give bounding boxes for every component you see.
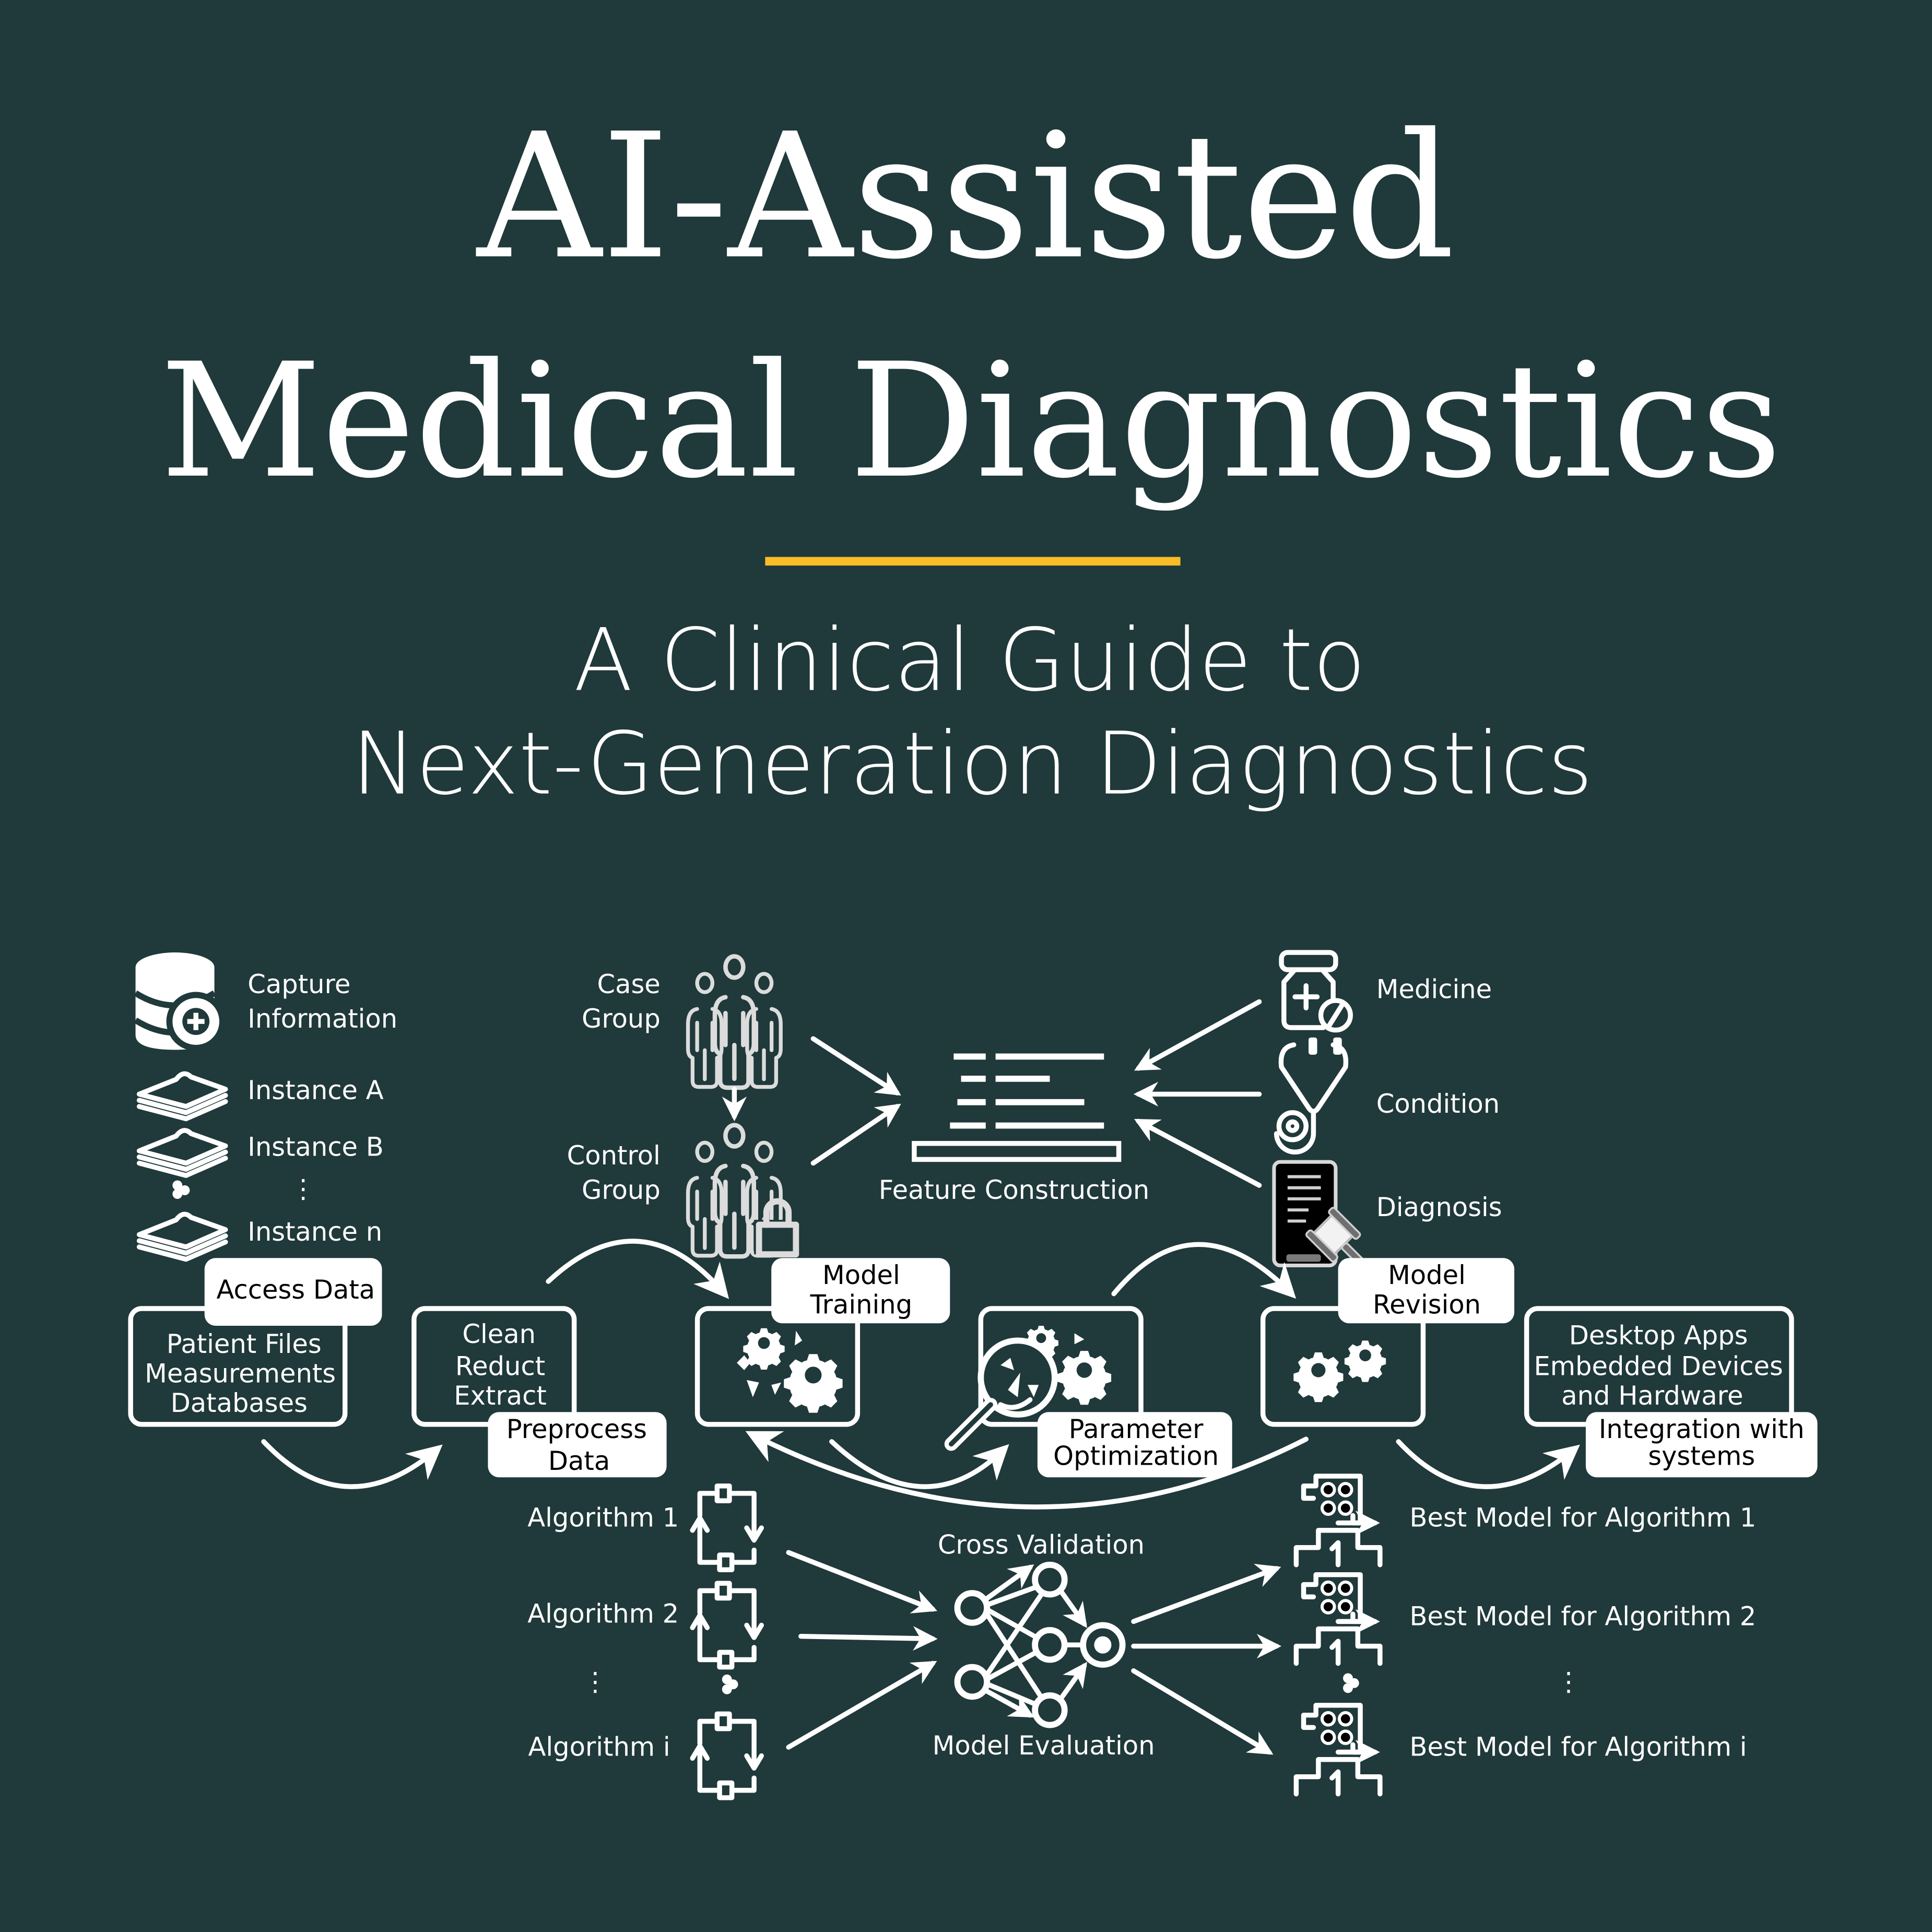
- capture-label-line-2: Information: [248, 1004, 397, 1034]
- model-evaluation-label: Model Evaluation: [933, 1730, 1155, 1761]
- model-revision-tag-line-2: Revision: [1373, 1289, 1481, 1320]
- stage-parameter-optimization: Parameter Optimization: [944, 1306, 1232, 1478]
- gears-training-icon: [737, 1328, 843, 1413]
- ellipsis-dots-icon: [172, 1180, 190, 1199]
- title-line-2: Medical Diagnostics: [160, 330, 1782, 513]
- network-to-best-i-arrow: [1131, 1668, 1274, 1755]
- stage-model-revision: Model Revision: [1260, 1258, 1515, 1427]
- model-training-tag-line-1: Model: [822, 1260, 900, 1290]
- integration-tag-line-2: systems: [1648, 1441, 1755, 1471]
- medicine-bottle-icon: [1279, 950, 1353, 1033]
- stethoscope-icon: [1274, 1037, 1349, 1155]
- capture-label-line-1: Capture: [248, 969, 350, 999]
- stage-5-body-line-2: Embedded Devices: [1534, 1351, 1783, 1381]
- ellipsis-dots-icon: [1343, 1673, 1359, 1693]
- integration-tag-line-1: Integration with: [1599, 1414, 1805, 1444]
- stage-1-body-line-2: Reduct: [455, 1351, 545, 1381]
- ellipsis-dots-icon: [722, 1674, 738, 1694]
- network-to-best-1-arrow: [1131, 1563, 1281, 1624]
- stage-1-body-line-1: Clean: [462, 1319, 536, 1349]
- database-add-icon: [134, 952, 226, 1051]
- case-to-feature-arrow: [810, 1036, 901, 1096]
- case-group-line-1: Case: [597, 969, 661, 999]
- diagnosis-to-feature-arrow: [1134, 1118, 1262, 1188]
- instance-n-label: Instance n: [248, 1217, 382, 1247]
- stage-1-body-line-3: Extract: [454, 1381, 546, 1411]
- control-group-line-1: Control: [567, 1140, 661, 1171]
- stage-preprocess-data: Clean Reduct Extract Preprocess Data: [411, 1306, 667, 1478]
- control-to-feature-arrow: [810, 1103, 901, 1166]
- best-model-ellipsis: ⋮: [1556, 1667, 1582, 1697]
- control-group-line-2: Group: [582, 1175, 661, 1205]
- algo-i-to-network-arrow: [786, 1660, 937, 1750]
- stage-0-body-line-2: Measurements: [145, 1359, 336, 1389]
- flow-arrow-revision-back-to-training: [745, 1431, 1309, 1510]
- magnifier-gears-icon: [944, 1326, 1112, 1451]
- flow-arrow-training-to-optimization: [829, 1439, 1009, 1489]
- parameter-tag-line-1: Parameter: [1069, 1414, 1204, 1444]
- algorithm-2-label: Algorithm 2: [527, 1599, 679, 1629]
- preprocess-tag-line-2: Data: [548, 1446, 610, 1476]
- best-model-2-label: Best Model for Algorithm 2: [1409, 1601, 1756, 1631]
- model-revision-tag-line-1: Model: [1388, 1260, 1466, 1290]
- stage-0-body-line-1: Patient Files: [167, 1329, 322, 1359]
- stage-5-body-line-3: and Hardware: [1561, 1381, 1743, 1411]
- subtitle-line-2: Next-Generation Diagnostics: [351, 714, 1593, 814]
- cross-validation-label: Cross Validation: [938, 1530, 1145, 1560]
- algorithm-ellipsis: ⋮: [582, 1667, 608, 1697]
- instance-a-label: Instance A: [248, 1075, 383, 1105]
- flow-arrow-access-to-preprocess: [261, 1439, 443, 1489]
- instance-ellipsis: ⋮: [290, 1174, 316, 1204]
- flow-arrow-revision-to-integration: [1396, 1439, 1580, 1489]
- case-group-line-2: Group: [582, 1004, 661, 1034]
- feature-construction-label: Feature Construction: [879, 1175, 1149, 1205]
- best-model-1-label: Best Model for Algorithm 1: [1409, 1503, 1756, 1533]
- stage-integration: Desktop Apps Embedded Devices and Hardwa…: [1524, 1306, 1818, 1478]
- preprocess-tag-line-1: Preprocess: [506, 1414, 647, 1444]
- algo-1-to-network-arrow: [786, 1550, 938, 1613]
- instance-b-label: Instance B: [248, 1132, 383, 1162]
- flow-arrow-optimization-to-revision: [1111, 1242, 1297, 1299]
- medicine-to-feature-arrow: [1134, 999, 1262, 1071]
- diagnosis-label: Diagnosis: [1376, 1192, 1502, 1222]
- subtitle-line-1: A Clinical Guide to: [574, 610, 1366, 710]
- neural-network-icon: [954, 1561, 1126, 1728]
- feature-list-icon: [912, 1053, 1122, 1162]
- stage-access-data: Patient Files Measurements Databases Acc…: [128, 1258, 382, 1427]
- model-training-tag-line-2: Training: [810, 1289, 913, 1320]
- best-model-i-label: Best Model for Algorithm i: [1409, 1732, 1747, 1762]
- algorithm-i-label: Algorithm i: [528, 1732, 670, 1762]
- stage-model-training: Model Training: [694, 1258, 950, 1427]
- algo-2-to-network-arrow: [798, 1626, 938, 1651]
- algorithm-1-label: Algorithm 1: [527, 1503, 679, 1533]
- medicine-label: Medicine: [1376, 974, 1492, 1004]
- title-line-1: AI-Assisted: [474, 96, 1455, 297]
- parameter-tag-line-2: Optimization: [1053, 1441, 1219, 1471]
- condition-label: Condition: [1376, 1089, 1500, 1119]
- people-group-lock-icon: [688, 1125, 799, 1256]
- access-data-tag: Access Data: [216, 1275, 375, 1305]
- stage-5-body-line-1: Desktop Apps: [1569, 1320, 1748, 1350]
- flow-arrow-preprocess-to-training: [546, 1239, 729, 1299]
- accent-divider: [765, 557, 1181, 566]
- stage-0-body-line-3: Databases: [171, 1388, 308, 1418]
